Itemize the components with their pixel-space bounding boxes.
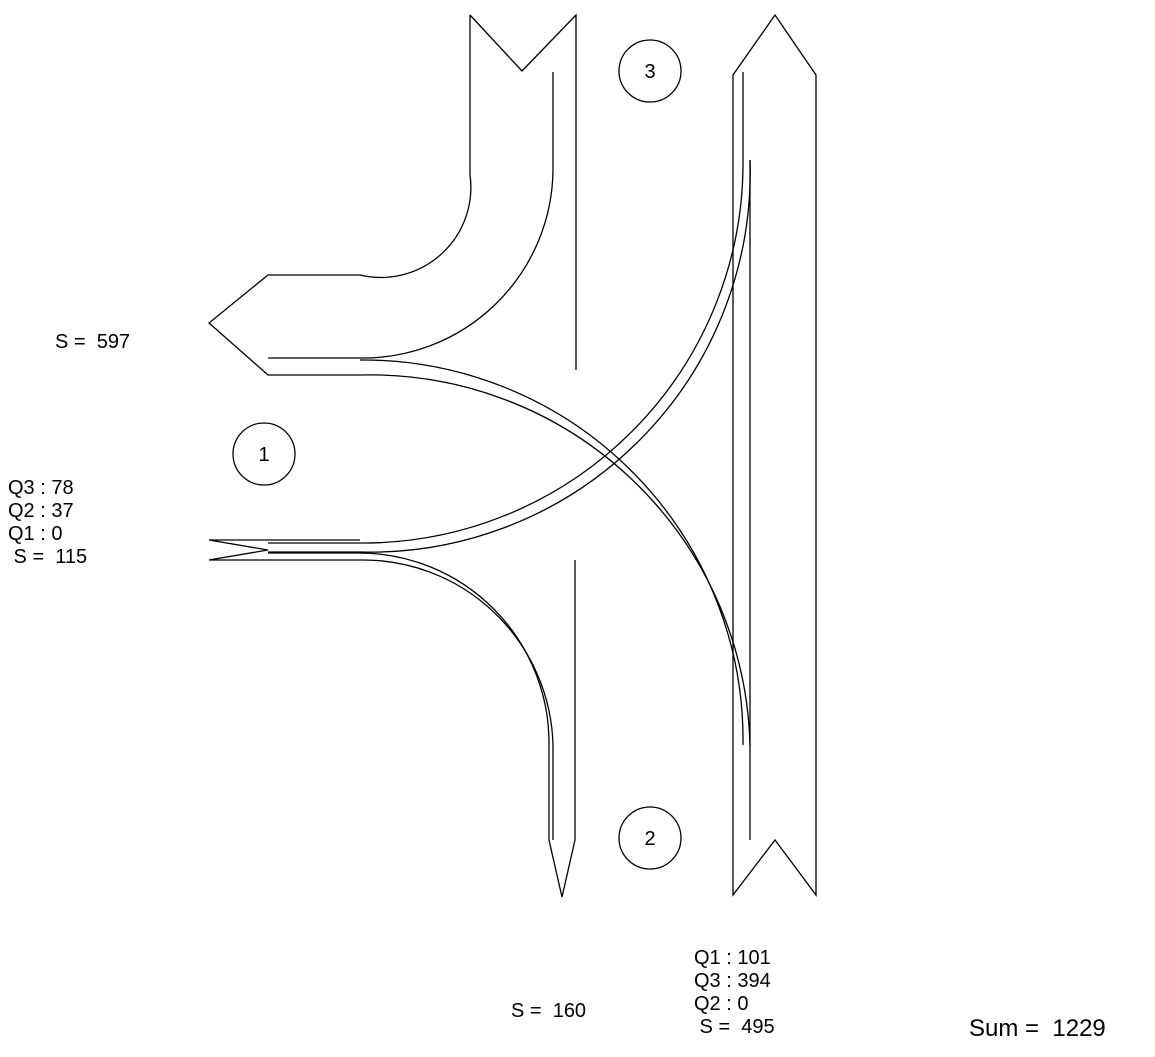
node-label-2: 2 [644,828,655,850]
south-approach-q1: Q1 : 101 [694,947,771,969]
south-approach-total: S = 495 [694,1016,775,1038]
south-approach-q2: Q2 : 0 [694,993,749,1015]
flow-west-to-south-outer [268,552,550,746]
west-approach-q3: Q3 : 78 [8,477,74,499]
south-approach-q3: Q3 : 394 [694,970,771,992]
east-road-outline [732,13,817,897]
west-approach-q2: Q2 : 37 [8,500,74,522]
flow-north-to-west [268,169,554,359]
flow-south-to-west-outer [359,359,744,746]
node-circle-3 [618,39,682,103]
flow-south-to-west-inner [359,374,751,746]
west-approach-road-outline [208,539,360,561]
south-exit-total: S = 160 [511,1000,587,1022]
south-exit-road-outline [548,560,576,898]
west-approach-total: S = 115 [8,546,88,568]
north-exit-road-outline [207,13,577,376]
flow-west-to-north-inner [268,159,751,553]
flow-west-to-south-inner [359,559,554,746]
flow-west-to-north-outer [268,159,744,544]
node-circle-1 [232,422,296,486]
sum-total: Sum = 1229 [969,1015,1106,1042]
west-exit-total: S = 597 [55,331,131,353]
west-approach-q1: Q1 : 0 [8,523,63,545]
node-label-3: 3 [644,61,655,83]
node-circle-2 [618,806,682,870]
node-label-1: 1 [258,444,269,466]
